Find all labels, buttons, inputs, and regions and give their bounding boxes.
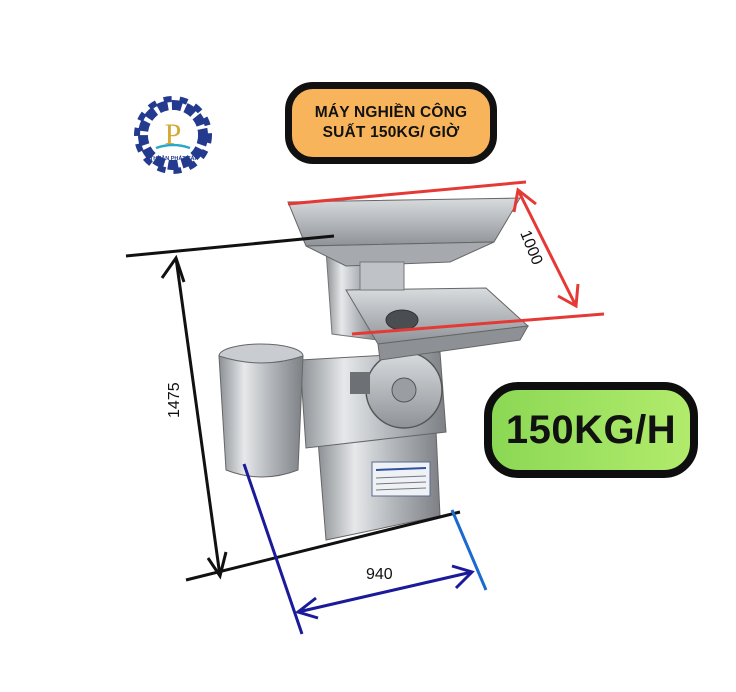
top-hopper [287,197,521,247]
outlet-pipe [385,309,419,331]
width-right-line [450,509,488,591]
height-top-line [125,234,335,258]
title-line-1: MÁY NGHIỀN CÔNG [314,104,468,121]
handle [350,372,370,394]
height-arrow [174,257,222,577]
depth-arrow [516,189,578,307]
collector-cylinder [218,355,304,478]
title-line-2: SUẤT 150KG/ GIỜ [322,124,460,141]
width-label: 940 [366,566,393,583]
depth-bottom-line [351,312,605,336]
depth-top-line [287,180,527,206]
capacity-badge: 150KG/H [484,382,698,478]
capacity-label: 150KG/H [505,407,677,452]
logo-letter: P [165,118,182,151]
nameplate [371,461,431,497]
title-banner: MÁY NGHIỀN CÔNG SUẤT 150KG/ GIỜ [285,82,497,164]
logo-brand: THUẬN PHÁT TÀI [150,155,197,162]
height-bottom-line [185,510,461,582]
gear-icon: P THUẬN PHÁT TÀI [134,96,212,174]
width-arrow [297,570,473,614]
width-left-line [242,463,304,635]
company-logo: P THUẬN PHÁT TÀI [130,92,216,178]
height-label: 1475 [166,382,183,418]
